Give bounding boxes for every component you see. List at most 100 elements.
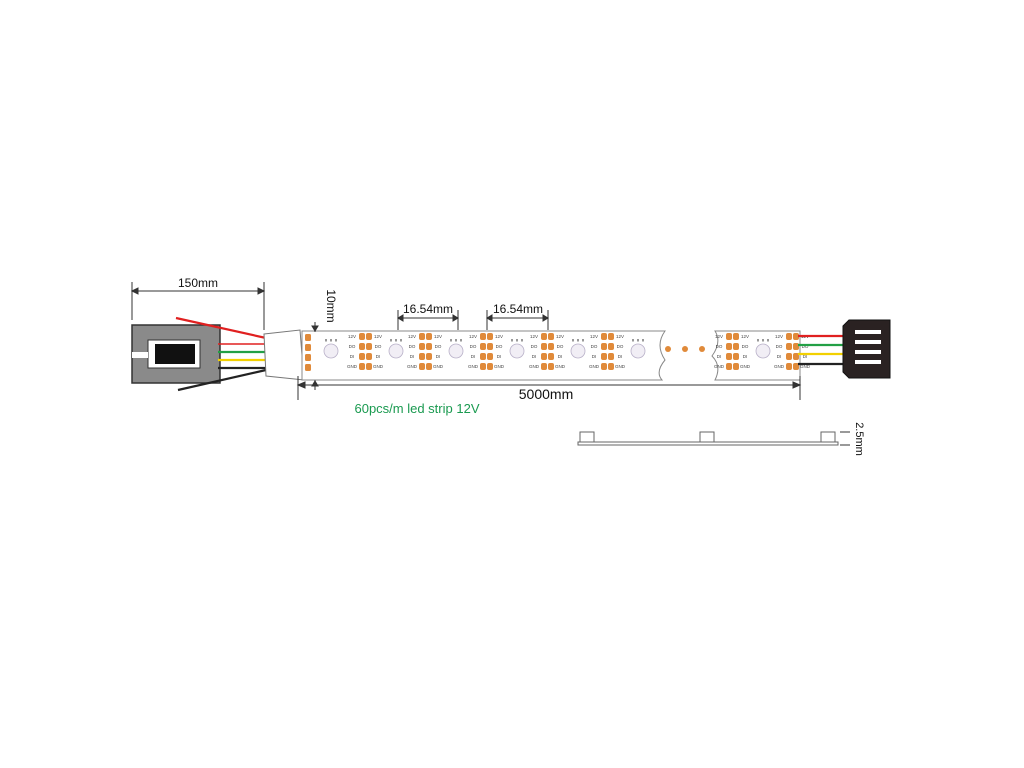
led-contact <box>762 339 764 342</box>
solder-pad <box>548 363 554 370</box>
pad-pin-label: GND <box>740 364 751 369</box>
led-contact <box>455 339 457 342</box>
heat-shrink <box>263 329 305 381</box>
pad-pin-label: GND <box>589 364 600 369</box>
solder-pad <box>426 343 432 350</box>
pad-pin-label: GND <box>468 364 479 369</box>
solder-pad <box>487 363 493 370</box>
pad-pin-label: GND <box>494 364 505 369</box>
pad-pin-label: DO <box>531 344 538 349</box>
solder-pad <box>786 343 792 350</box>
solder-pad <box>419 353 425 360</box>
solder-pad <box>601 343 607 350</box>
pad-pin-label: 12V <box>469 334 477 339</box>
solder-pad <box>733 353 739 360</box>
solder-pad <box>487 343 493 350</box>
pad-pin-label: DI <box>410 354 415 359</box>
solder-pad <box>426 363 432 370</box>
solder-pad <box>608 353 614 360</box>
solder-pad <box>359 333 365 340</box>
pad-pin-label: 12V <box>741 334 749 339</box>
right-plug <box>842 319 891 379</box>
pad-pin-label: DO <box>802 344 809 349</box>
solder-pad <box>793 363 799 370</box>
led-contact <box>450 339 452 342</box>
pad-pin-label: DO <box>409 344 416 349</box>
pad-pin-label: 12V <box>715 334 723 339</box>
solder-pad <box>419 343 425 350</box>
strip-length-label: 5000mm <box>519 386 573 402</box>
solder-pad <box>726 353 732 360</box>
solder-pad <box>541 343 547 350</box>
led-contact <box>572 339 574 342</box>
led-contact <box>632 339 634 342</box>
led-contact <box>757 339 759 342</box>
pad-pin-label: DI <box>350 354 355 359</box>
solder-pad <box>480 353 486 360</box>
solder-pad <box>541 333 547 340</box>
pad-pin-label: GND <box>347 364 358 369</box>
pad-pin-label: GND <box>714 364 725 369</box>
lead-length-label: 150mm <box>178 276 218 290</box>
led-lens <box>323 343 339 359</box>
pad-pin-label: DO <box>557 344 564 349</box>
pad-pin-label: 12V <box>348 334 356 339</box>
pad-pin-label: GND <box>433 364 444 369</box>
led-chip <box>448 339 464 359</box>
pad-pin-label: DO <box>591 344 598 349</box>
led-lens <box>448 343 464 359</box>
solder-pad <box>359 363 365 370</box>
solder-pad <box>480 333 486 340</box>
pad-pin-label: GND <box>615 364 626 369</box>
strip-width-label: 10mm <box>324 289 338 322</box>
solder-pad <box>608 343 614 350</box>
pad-pin-label: 12V <box>556 334 564 339</box>
led-contact <box>330 339 332 342</box>
solder-pad <box>366 353 372 360</box>
pad-pin-label: 12V <box>495 334 503 339</box>
pad-pin-label: GND <box>774 364 785 369</box>
led-contact <box>511 339 513 342</box>
thickness-label: 2.5mm <box>853 422 865 456</box>
strip-side-profile <box>577 431 839 446</box>
solder-pad <box>359 353 365 360</box>
led-contact <box>390 339 392 342</box>
solder-pad <box>726 343 732 350</box>
solder-pad <box>733 333 739 340</box>
solder-pad <box>786 363 792 370</box>
pad-pin-label: DO <box>496 344 503 349</box>
solder-pad <box>726 333 732 340</box>
solder-pad <box>608 363 614 370</box>
led-chip <box>509 339 525 359</box>
solder-pad <box>541 353 547 360</box>
solder-pad <box>541 363 547 370</box>
pitch-label-1: 16.54mm <box>403 302 453 316</box>
pad-pin-label: GND <box>555 364 566 369</box>
pad-pin-label: 12V <box>775 334 783 339</box>
led-chip <box>388 339 404 359</box>
left-connector <box>131 324 221 384</box>
solder-pad <box>548 333 554 340</box>
pad-pin-label: GND <box>800 364 811 369</box>
solder-pad <box>733 363 739 370</box>
led-contact <box>400 339 402 342</box>
pad-pin-label: DI <box>618 354 623 359</box>
solder-pad <box>480 343 486 350</box>
led-chip <box>570 339 586 359</box>
led-chip <box>755 339 771 359</box>
pad-pin-label: DO <box>349 344 356 349</box>
led-contact <box>577 339 579 342</box>
pad-pin-label: DO <box>617 344 624 349</box>
led-contact <box>767 339 769 342</box>
solder-pad <box>487 353 493 360</box>
led-lens <box>630 343 646 359</box>
continuation-dots <box>665 346 705 352</box>
thickness-dimension <box>840 431 850 446</box>
pad-pin-label: 12V <box>408 334 416 339</box>
